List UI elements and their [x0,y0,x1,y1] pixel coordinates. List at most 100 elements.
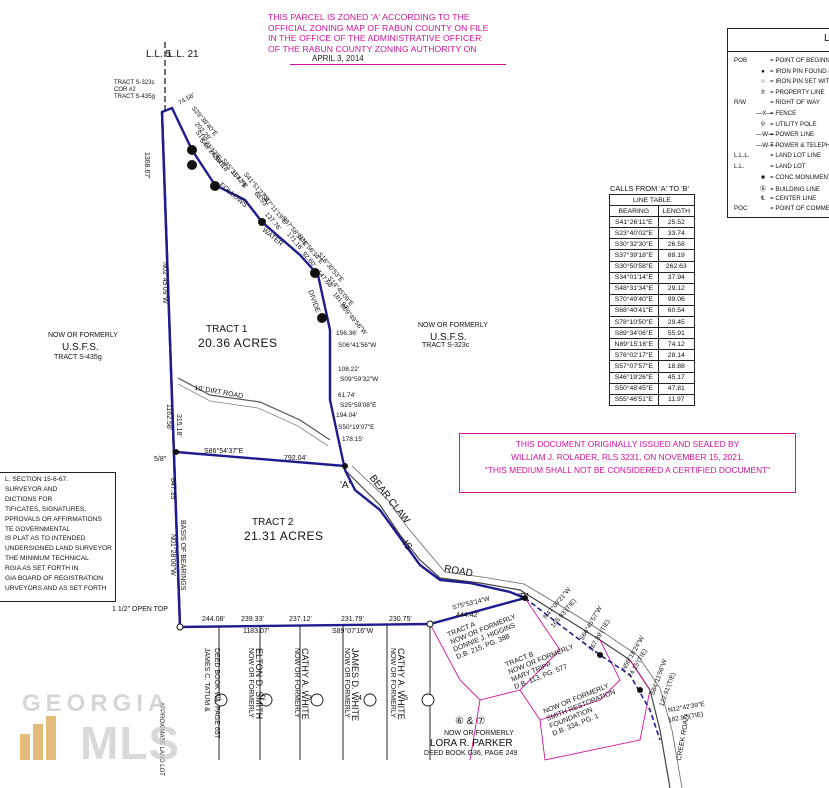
line-bearing: S78°10'50"E [609,316,659,329]
zoning-notice: THIS PARCEL IS ZONED 'A' ACCORDING TO TH… [268,12,512,54]
notes-line: TE GOVERNMENTAL [5,525,71,533]
legend-text: = IRON PIN SET WITH [770,78,829,86]
bottom-call: 239.33' [241,616,264,623]
line-length: 99.06 [657,293,696,306]
west-lower-length: 1162.58' [165,404,172,431]
line-length: 55.91 [657,327,696,340]
basis-of-bearings: BASIS OF BEARINGS [179,520,186,591]
legend-text: = LAND LOT LINE [770,152,821,160]
bottom-call: S89°07'16"W [332,628,374,635]
legend-text: = POINT OF COMMENC [770,205,829,213]
tract2-acres: 21.31 ACRES [244,529,324,543]
legend-abbr: L.L.L. [734,152,750,160]
line-length: 45.17 [657,371,696,384]
open-top-label: 1 1/2" OPEN TOP [112,606,168,613]
legend-abbr: L.L. [734,163,745,170]
watermark-logo-icon [20,716,56,760]
tract1-acres: 20.36 ACRES [198,336,278,350]
east-call: 194.04' [336,412,358,419]
legend-symbol-icon: ● [761,67,765,75]
notes-line: UNDERSIGNED LAND SURVEYOR [5,545,112,553]
line-bearing: S41°26'11"E [609,216,659,229]
lot-owner-line: CATHY A. WHITE [396,648,406,720]
line-table-title: LINE TABLE [609,193,695,207]
pin-set-2 [426,620,434,628]
zoning-line: IN THE OFFICE OF THE ADMINISTRATIVE OFFI… [268,33,482,43]
usfs-left-tract: TRACT S-435g [54,354,102,361]
legend-text: = POINT OF BEGINNIN [770,57,829,64]
tract2-name: TRACT 2 [252,517,294,528]
lot-owner-line: NOW OR FORMERLY [343,648,350,718]
surveyor-notes: L. SECTION 15-6-67. SURVEYOR AND DICTIONS… [0,472,116,602]
lots-6-7-owner: NOW OR FORMERLY [444,730,514,737]
lots-6-7-name: LORA R. PARKER [430,738,513,749]
sealed-line: WILLIAM J. ROLADER, RLS 3231, ON NOVEMBE… [511,452,744,462]
bear-claw-road-edge [351,465,683,788]
legend-text: = CENTER LINE [770,194,817,202]
west-boundary [160,111,182,628]
legend-row: ○= IRON PIN SET WITH [734,78,829,85]
legend-text: = FENCE [770,110,797,117]
lot-number: 5 [404,695,408,702]
east-call: S06°41'56"W [338,342,377,349]
legend-text: = PROPERTY LINE [770,88,825,96]
line-bearing: S55°46'51"E [609,393,659,406]
east-call: S25°59'08"E [340,402,377,409]
line-length: 11.97 [657,393,696,406]
line-bearing: S89°34'06"E [609,327,659,340]
notes-line: PPROVALS OR AFFIRMATIONS [5,515,102,523]
usfs-right-name: U.S.F.S. [430,332,467,343]
line-table-header-length: LENGTH [657,205,696,218]
line-length: 60.54 [657,304,696,318]
legend-row: ℗= PROPERTY LINE [734,89,825,96]
line-bearing: S30°50'58"E [609,260,659,273]
point-a: 'A' [340,480,351,491]
tract-divider [175,450,346,468]
divider-length: 792.04' [284,455,307,462]
legend-symbol-icon: Ⓑ [759,186,767,194]
line-table-header-bearing: BEARING [609,205,659,218]
line-length: 37.94 [657,271,696,284]
legend-symbol-icon: ■ [761,173,765,181]
legend-text: = CONC MONUMENT F [770,173,829,181]
east-call: S50°19'07"E [338,424,375,431]
bottom-call: 231.79' [341,616,364,623]
zoning-line: OF THE RABUN COUNTY ZONING AUTHORITY ON [268,43,477,54]
notes-line: SURVEYOR AND [5,485,58,493]
notes-line: DICTIONS FOR [5,495,53,503]
notes-line: L. SECTION 15-6-67. [5,476,69,483]
land-lot-21: L.L. 21 [168,49,199,60]
legend-abbr: R/W [734,99,747,107]
lot-owner-line: NOW OR FORMERLY [389,648,396,718]
legend-box: L POB= POINT OF BEGINNIN●= IRON PIN FOUN… [727,28,829,218]
notes-line: THE MINIMUM TECHNICAL [5,555,89,563]
east-call: 108.22' [338,366,360,373]
legend-symbol-icon: ⚲ [760,120,766,128]
line-length: 88.19 [657,249,696,262]
east-call: 178.15' [342,436,364,443]
tract1-name: TRACT 1 [206,324,248,335]
line-bearing: S23°40'02"E [609,227,659,240]
legend-row: —X—= FENCE [734,110,796,117]
line-length: 28.14 [657,349,696,362]
usfs-left-owner: NOW OR FORMERLY [48,332,118,339]
zoning-line: OFFICIAL ZONING MAP OF RABUN COUNTY ON F… [268,22,489,33]
lot-number-circles [214,693,435,707]
line-bearing: S30°32'30"E [609,238,659,251]
notes-line: URVEYORS AND AS SET FORTH [5,584,107,592]
legend-text: = POWER LINE [770,131,815,139]
dirt-road-edge [177,383,329,447]
line-bearing: S48°31'34"E [609,282,659,295]
line-length: 47.81 [657,382,696,395]
